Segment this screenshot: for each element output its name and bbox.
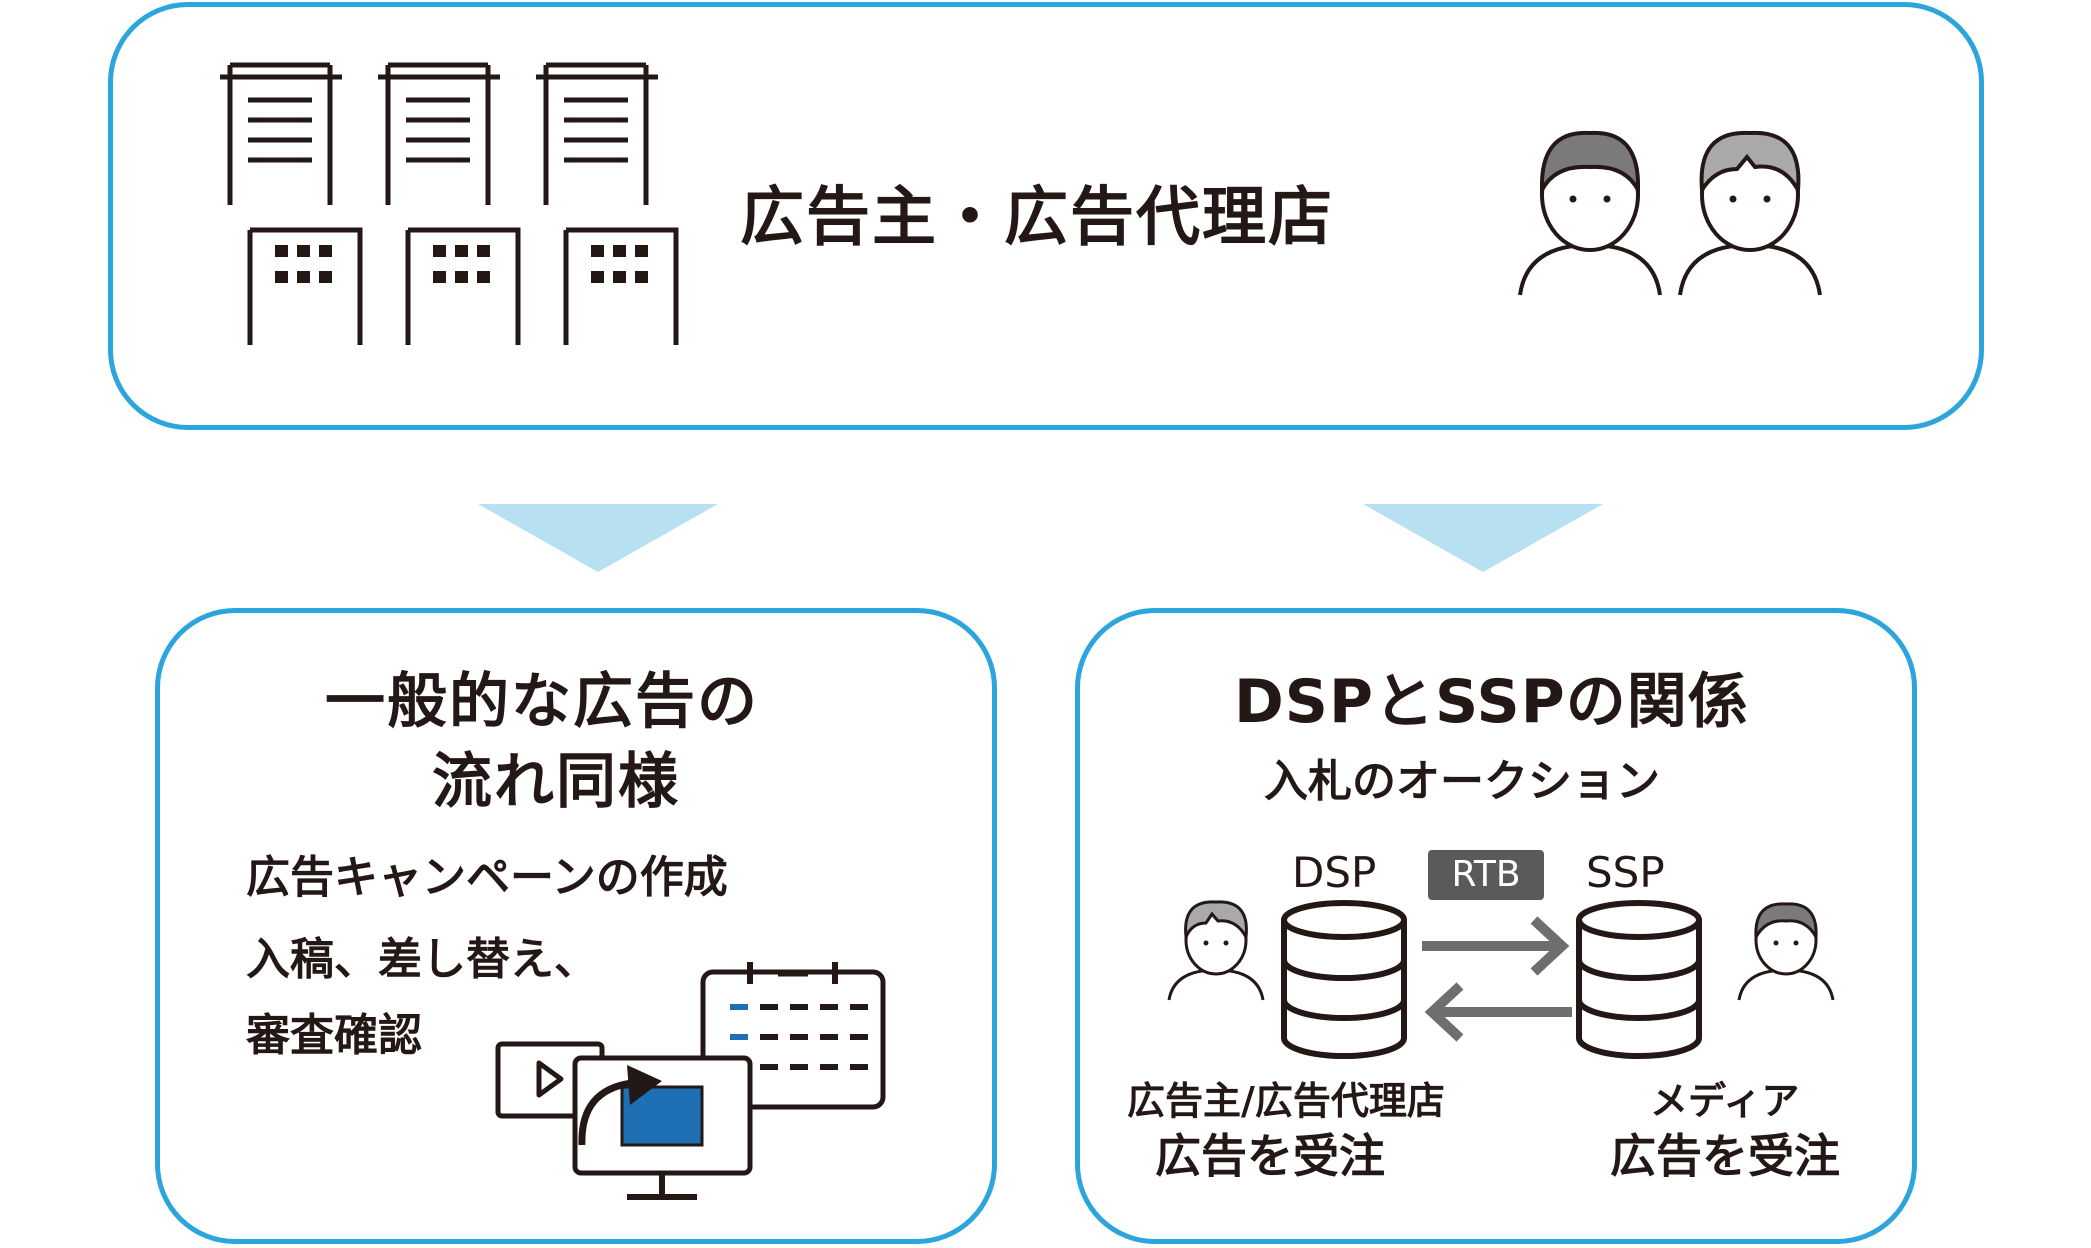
rtb-label: RTB [1451,854,1521,895]
person-icon [1518,130,1822,296]
top-panel [108,2,1984,430]
left-title-line1: 一般的な広告の [325,667,759,737]
top-title: 広告主・広告代理店 [740,181,1334,255]
left-item-1: 広告キャンペーンの作成 [246,852,728,903]
left-item-2: 入稿、差し替え、 [246,934,598,985]
left-action: 広告を受注 [1155,1129,1385,1183]
database-icon [1576,900,1702,1059]
down-arrow-left [478,504,718,572]
dsp-label: DSP [1292,848,1377,897]
database-icon [1281,900,1407,1059]
monitor-icon [572,1055,753,1200]
left-title-line2: 流れ同様 [432,747,680,817]
person-icon [1737,902,1835,1001]
right-subtitle: 入札のオークション [1264,756,1660,807]
right-role: メディア [1650,1079,1800,1123]
left-role: 広告主/広告代理店 [1127,1079,1445,1123]
person-icon [1167,900,1265,1001]
ssp-label: SSP [1586,848,1665,897]
right-action: 広告を受注 [1610,1129,1840,1183]
building-icon [220,62,679,345]
rtb-badge: RTB [1428,850,1544,900]
left-item-3: 審査確認 [246,1010,422,1061]
right-title: DSPとSSPの関係 [1234,667,1749,737]
down-arrow-right [1363,504,1603,572]
exchange-arrows [1422,916,1572,1042]
